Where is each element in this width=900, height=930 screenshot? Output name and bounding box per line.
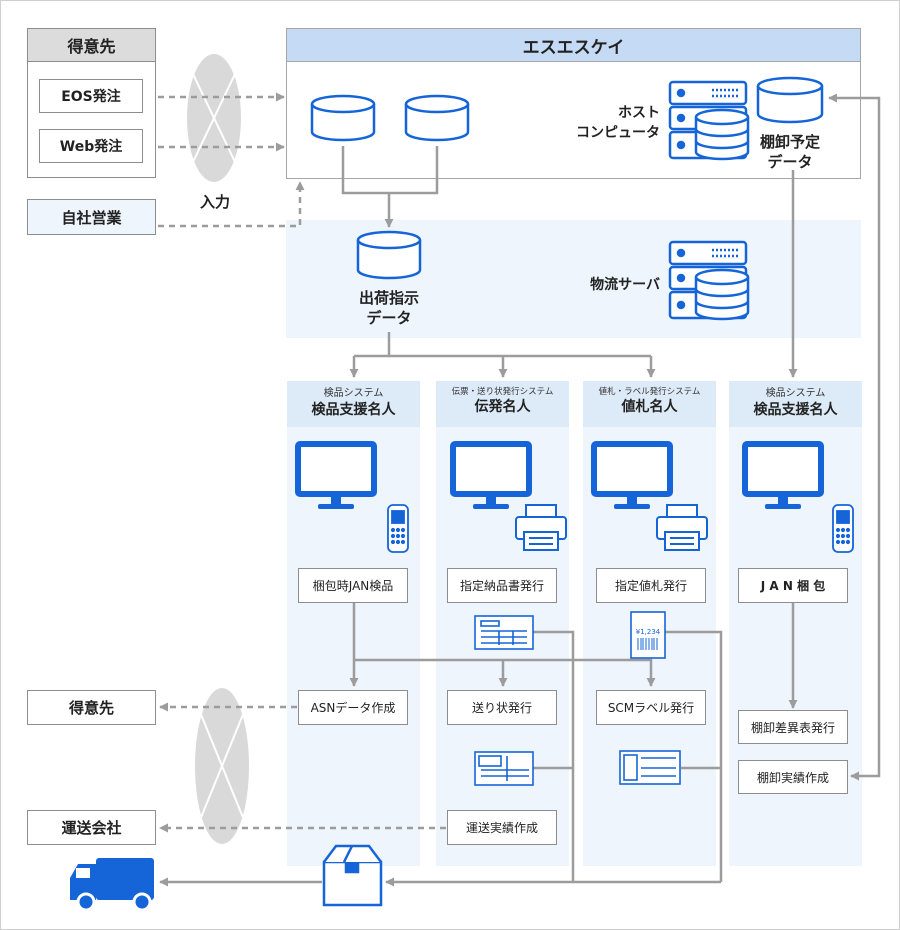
invoice-issue-box: 指定納品書発行 [447, 568, 557, 603]
waybill-document-icon [474, 751, 534, 786]
database-icon [756, 76, 824, 124]
scm-label-icon [619, 750, 681, 785]
inventory-plan-label: 棚卸予定 データ [759, 133, 820, 172]
server-icon [668, 240, 750, 321]
output-carrier-box: 運送会社 [27, 810, 156, 845]
waybill-issue-box: 送り状発行 [447, 690, 557, 725]
handheld-scanner-icon [387, 504, 409, 553]
logistics-server-label: 物流サーバ [590, 277, 660, 293]
package-box-icon [322, 844, 383, 907]
scm-label-issue-box: SCMラベル発行 [596, 690, 706, 725]
server-icon [668, 80, 750, 161]
column-3-title: 値札名人 [621, 399, 678, 416]
company-title: エスエスケイ [286, 28, 861, 62]
column-4-subtitle: 検品システム [765, 388, 826, 399]
price-tag-icon [630, 611, 666, 659]
monitor-icon [591, 441, 673, 509]
database-icon [356, 230, 422, 280]
price-tag-issue-box: 指定値札発行 [596, 568, 706, 603]
delivery-truck-icon [70, 858, 154, 912]
jan-packing-box: J A N 梱 包 [738, 568, 848, 603]
column-1-header: 検品システム 検品支援名人 [287, 381, 420, 427]
shipping-data-label: 出荷指示 データ [358, 289, 419, 328]
inventory-record-box: 棚卸実績作成 [738, 760, 848, 794]
asn-data-box: ASNデータ作成 [298, 690, 408, 725]
handheld-scanner-icon [832, 504, 854, 553]
transport-record-box: 運送実績作成 [447, 810, 557, 845]
column-4-title: 検品支援名人 [753, 401, 838, 418]
web-order-box: Web発注 [39, 129, 143, 163]
database-icon [310, 94, 376, 142]
monitor-icon [295, 441, 377, 509]
column-2-title: 伝発名人 [474, 399, 531, 416]
output-client-box: 得意先 [27, 690, 156, 725]
printer-icon [515, 504, 567, 551]
column-1-title: 検品支援名人 [311, 401, 396, 418]
printer-icon [656, 504, 708, 551]
invoice-document-icon [474, 615, 534, 650]
host-computer-label: ホスト コンピュータ [576, 105, 660, 141]
column-3-header: 値札・ラベル発行システム 値札名人 [583, 381, 716, 427]
client-group-title: 得意先 [27, 28, 156, 62]
column-3-subtitle: 値札・ラベル発行システム [598, 387, 701, 397]
eos-order-box: EOS発注 [39, 79, 143, 113]
price-tag-text: ¥1,234 [635, 628, 661, 636]
database-icon [404, 94, 470, 142]
inventory-diff-box: 棚卸差異表発行 [738, 710, 848, 744]
column-2-subtitle: 伝票・送り状発行システム [451, 387, 554, 397]
network-cloud-output [195, 688, 249, 844]
network-cloud-input [187, 54, 241, 182]
monitor-icon [742, 441, 824, 509]
packing-jan-box: 梱包時JAN検品 [298, 568, 408, 603]
own-sales-box: 自社営業 [27, 199, 156, 235]
column-1-subtitle: 検品システム [323, 388, 384, 399]
network-input-label: 入力 [199, 192, 230, 211]
monitor-icon [450, 441, 532, 509]
column-2-header: 伝票・送り状発行システム 伝発名人 [436, 381, 569, 427]
